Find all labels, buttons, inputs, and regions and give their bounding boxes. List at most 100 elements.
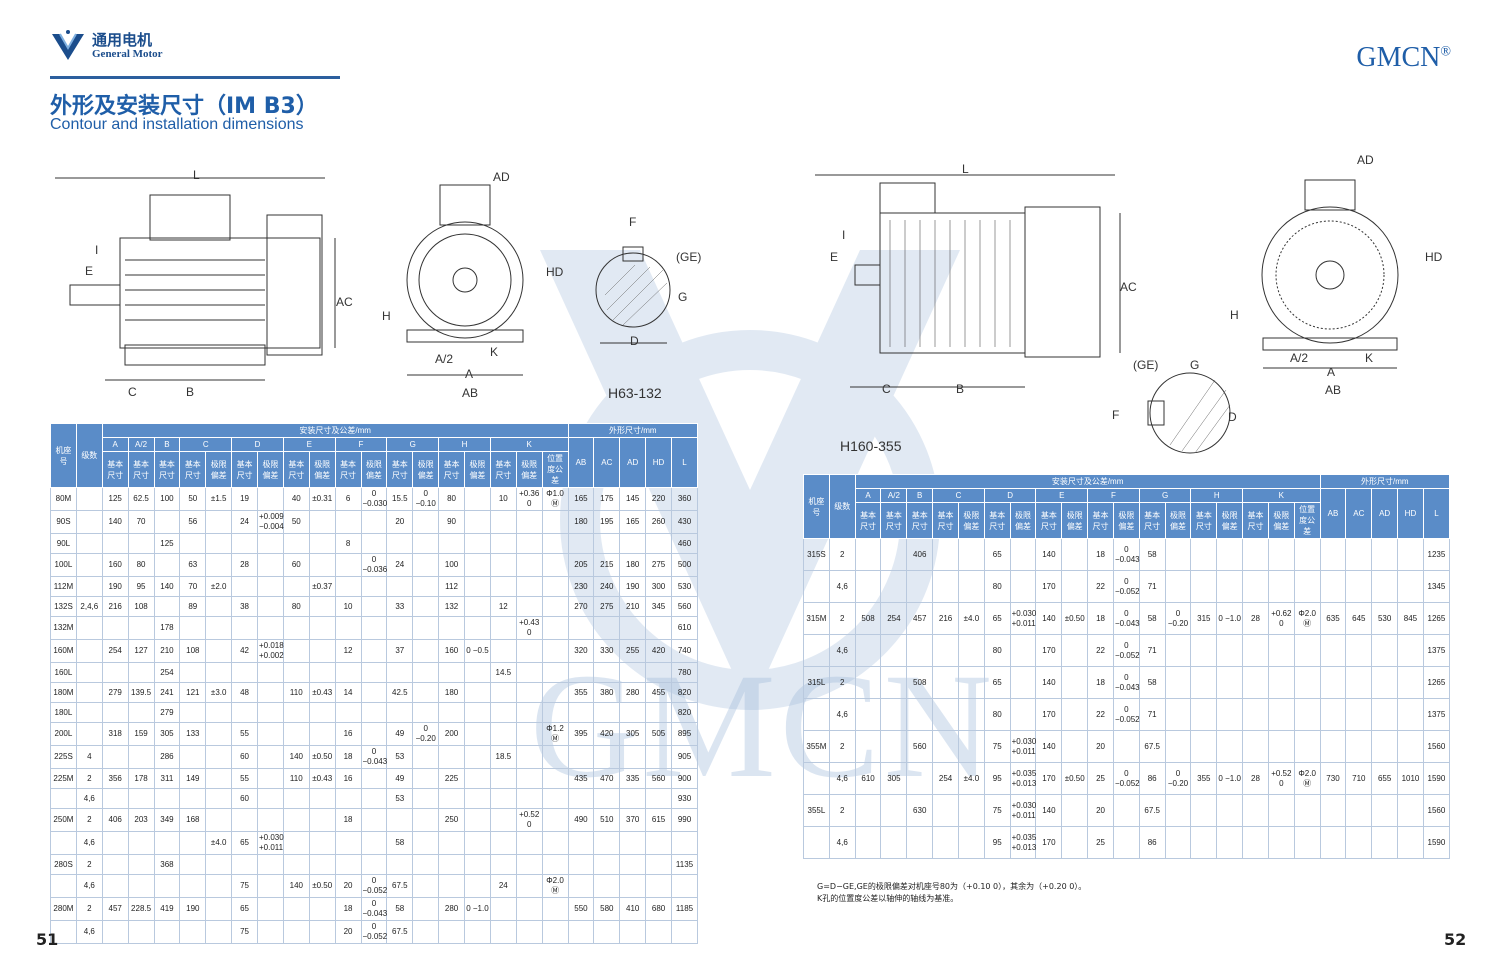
- header-letter: H: [438, 437, 491, 452]
- table-cell: [906, 762, 934, 795]
- table-cell: 48: [231, 682, 258, 703]
- table-cell: 820: [671, 682, 698, 703]
- table-cell: [308, 897, 336, 921]
- label-K-right: K: [1365, 351, 1374, 365]
- table-cell: 28: [231, 553, 258, 577]
- table-cell: [412, 745, 440, 769]
- table-cell: [619, 662, 647, 683]
- header-letter: D: [983, 488, 1037, 503]
- table-cell: 20: [1087, 730, 1114, 763]
- table-cell: [1061, 634, 1089, 667]
- label-C-left: C: [128, 385, 137, 399]
- table-cell: [308, 616, 336, 640]
- table-cell: [1061, 570, 1089, 603]
- table-cell: 228.5: [127, 897, 155, 921]
- table-cell: 49: [386, 768, 414, 789]
- header-sub: 基本尺寸: [1035, 502, 1063, 539]
- table-cell: 460: [671, 533, 698, 554]
- table-cell: [360, 576, 388, 597]
- table-cell: [1061, 794, 1089, 827]
- table-cell: [1164, 570, 1192, 603]
- header-letter: C: [932, 488, 985, 503]
- table-cell: 180L: [50, 702, 77, 723]
- table-cell: [1397, 698, 1424, 731]
- table-cell: [515, 662, 543, 683]
- table-cell: [593, 788, 621, 809]
- table-cell: [412, 510, 440, 534]
- table-cell: [515, 788, 543, 809]
- table-cell: [541, 768, 569, 789]
- header-sub: 基本尺寸: [983, 502, 1011, 539]
- table-cell: [1319, 538, 1347, 571]
- table-cell: 615: [645, 808, 672, 832]
- table-cell: 58: [1138, 538, 1166, 571]
- table-cell: [257, 682, 284, 703]
- table-cell: [75, 722, 103, 746]
- table-cell: 0 −0.052: [360, 874, 388, 898]
- table-cell: 50: [179, 487, 207, 511]
- table-cell: [1293, 794, 1321, 827]
- table-cell: 380: [593, 682, 621, 703]
- table-cell: 4,6: [828, 698, 856, 731]
- table-cell: +0.030 +0.011: [257, 831, 284, 855]
- table-cell: ±0.43: [308, 768, 336, 789]
- table-cell: 0 −0.052: [1112, 762, 1140, 795]
- table-cell: 139.5: [127, 682, 155, 703]
- table-cell: [127, 662, 155, 683]
- table-cell: [515, 874, 543, 898]
- table-cell: 18: [334, 745, 362, 769]
- label-E-left: E: [85, 264, 94, 278]
- table-cell: [438, 874, 465, 898]
- table-cell: [541, 920, 569, 944]
- header-frame: 机座号: [803, 474, 830, 539]
- table-cell: 24: [489, 874, 517, 898]
- table-cell: 240: [593, 576, 621, 597]
- table-cell: [515, 831, 543, 855]
- table-cell: +0.52 0: [515, 808, 543, 832]
- table-cell: 216: [932, 602, 959, 635]
- table-cell: ±0.43: [308, 682, 336, 703]
- table-cell: [957, 698, 985, 731]
- table-cell: 80M: [50, 487, 77, 511]
- table-cell: [619, 831, 647, 855]
- header-letter: D: [231, 437, 284, 452]
- table-cell: [282, 702, 310, 723]
- table-cell: [541, 702, 569, 723]
- table-cell: [932, 570, 959, 603]
- table-cell: [671, 831, 698, 855]
- table-cell: [1164, 826, 1192, 859]
- header-sub: 极限偏差: [257, 451, 284, 488]
- table-cell: 145: [619, 487, 647, 511]
- table-cell: 65: [231, 831, 258, 855]
- header-sub: 基本尺寸: [854, 502, 882, 539]
- table-cell: 2: [75, 768, 103, 789]
- header-letter: A: [101, 437, 129, 452]
- header-sub: 基本尺寸: [438, 451, 465, 488]
- table-cell: [282, 576, 310, 597]
- table-cell: [464, 854, 491, 875]
- table-cell: [101, 854, 129, 875]
- table-cell: ±2.0: [205, 576, 233, 597]
- table-cell: [671, 874, 698, 898]
- note-line-2: K孔的位置度公差以轴伸的轴线为基准。: [817, 894, 959, 903]
- table-cell: 140: [1035, 666, 1063, 699]
- table-cell: [205, 533, 233, 554]
- table-cell: 90S: [50, 510, 77, 534]
- table-cell: 20: [386, 510, 414, 534]
- header-sub: 极限偏差: [308, 451, 336, 488]
- table-cell: 279: [153, 702, 181, 723]
- table-cell: Φ2.0 Ⓜ: [1293, 602, 1321, 635]
- label-D-right: D: [1228, 410, 1237, 424]
- table-cell: [1242, 698, 1269, 731]
- table-cell: [1345, 730, 1373, 763]
- table-cell: 67.5: [386, 874, 414, 898]
- table-cell: [489, 808, 517, 832]
- table-cell: 15.5: [386, 487, 414, 511]
- table-cell: 254: [153, 662, 181, 683]
- table-cell: [360, 682, 388, 703]
- table-cell: 65: [231, 897, 258, 921]
